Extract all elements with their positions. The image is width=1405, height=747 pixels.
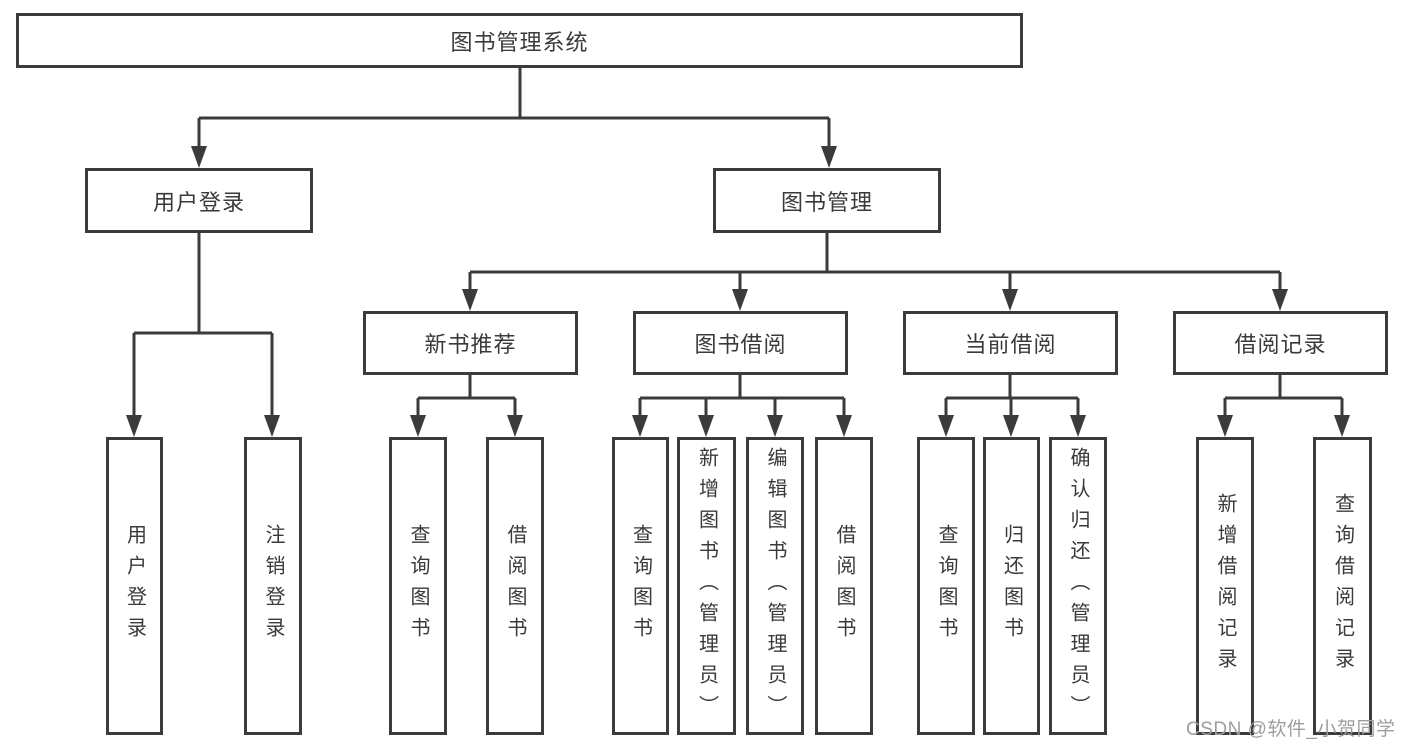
leaf-query-books-current: 查询图书 (917, 437, 975, 735)
leaf-query-books-borrow: 查询图书 (612, 437, 669, 735)
node-borrow-records: 借阅记录 (1173, 311, 1388, 375)
leaf-query-books-current-label: 查询图书 (935, 524, 957, 648)
leaf-add-book-admin-label: 新增图书（管理员） (695, 446, 718, 726)
leaf-confirm-return-admin: 确认归还（管理员） (1049, 437, 1107, 735)
leaf-return-books: 归还图书 (983, 437, 1040, 735)
leaf-borrow-books-borrow: 借阅图书 (815, 437, 873, 735)
node-root: 图书管理系统 (16, 13, 1023, 68)
node-current-borrow: 当前借阅 (903, 311, 1118, 375)
leaf-user-login: 用户登录 (106, 437, 163, 735)
leaf-query-borrow-record: 查询借阅记录 (1313, 437, 1372, 735)
leaf-query-books-recommend: 查询图书 (389, 437, 447, 735)
node-book-borrow: 图书借阅 (633, 311, 848, 375)
leaf-add-borrow-record-label: 新增借阅记录 (1214, 493, 1236, 679)
leaf-borrow-books-recommend-label: 借阅图书 (504, 524, 526, 648)
node-user-login: 用户登录 (85, 168, 313, 233)
leaf-query-books-borrow-label: 查询图书 (629, 524, 652, 648)
node-new-book-recommend: 新书推荐 (363, 311, 578, 375)
leaf-user-login-label: 用户登录 (123, 524, 146, 648)
leaf-query-borrow-record-label: 查询借阅记录 (1331, 493, 1354, 679)
arrowheads (126, 146, 1350, 437)
leaf-add-borrow-record: 新增借阅记录 (1196, 437, 1254, 735)
leaf-borrow-books-recommend: 借阅图书 (486, 437, 544, 735)
leaf-confirm-return-admin-label: 确认归还（管理员） (1067, 446, 1089, 726)
leaf-add-book-admin: 新增图书（管理员） (677, 437, 736, 735)
leaf-logout: 注销登录 (244, 437, 302, 735)
leaf-logout-label: 注销登录 (262, 524, 284, 648)
csdn-watermark: CSDN @软件_小贺同学 (1186, 719, 1396, 740)
node-book-management: 图书管理 (713, 168, 941, 233)
leaf-borrow-books-borrow-label: 借阅图书 (833, 524, 855, 648)
leaf-edit-book-admin-label: 编辑图书（管理员） (764, 446, 786, 726)
leaf-edit-book-admin: 编辑图书（管理员） (746, 437, 804, 735)
leaf-query-books-recommend-label: 查询图书 (407, 524, 429, 648)
leaf-return-books-label: 归还图书 (1000, 524, 1023, 648)
